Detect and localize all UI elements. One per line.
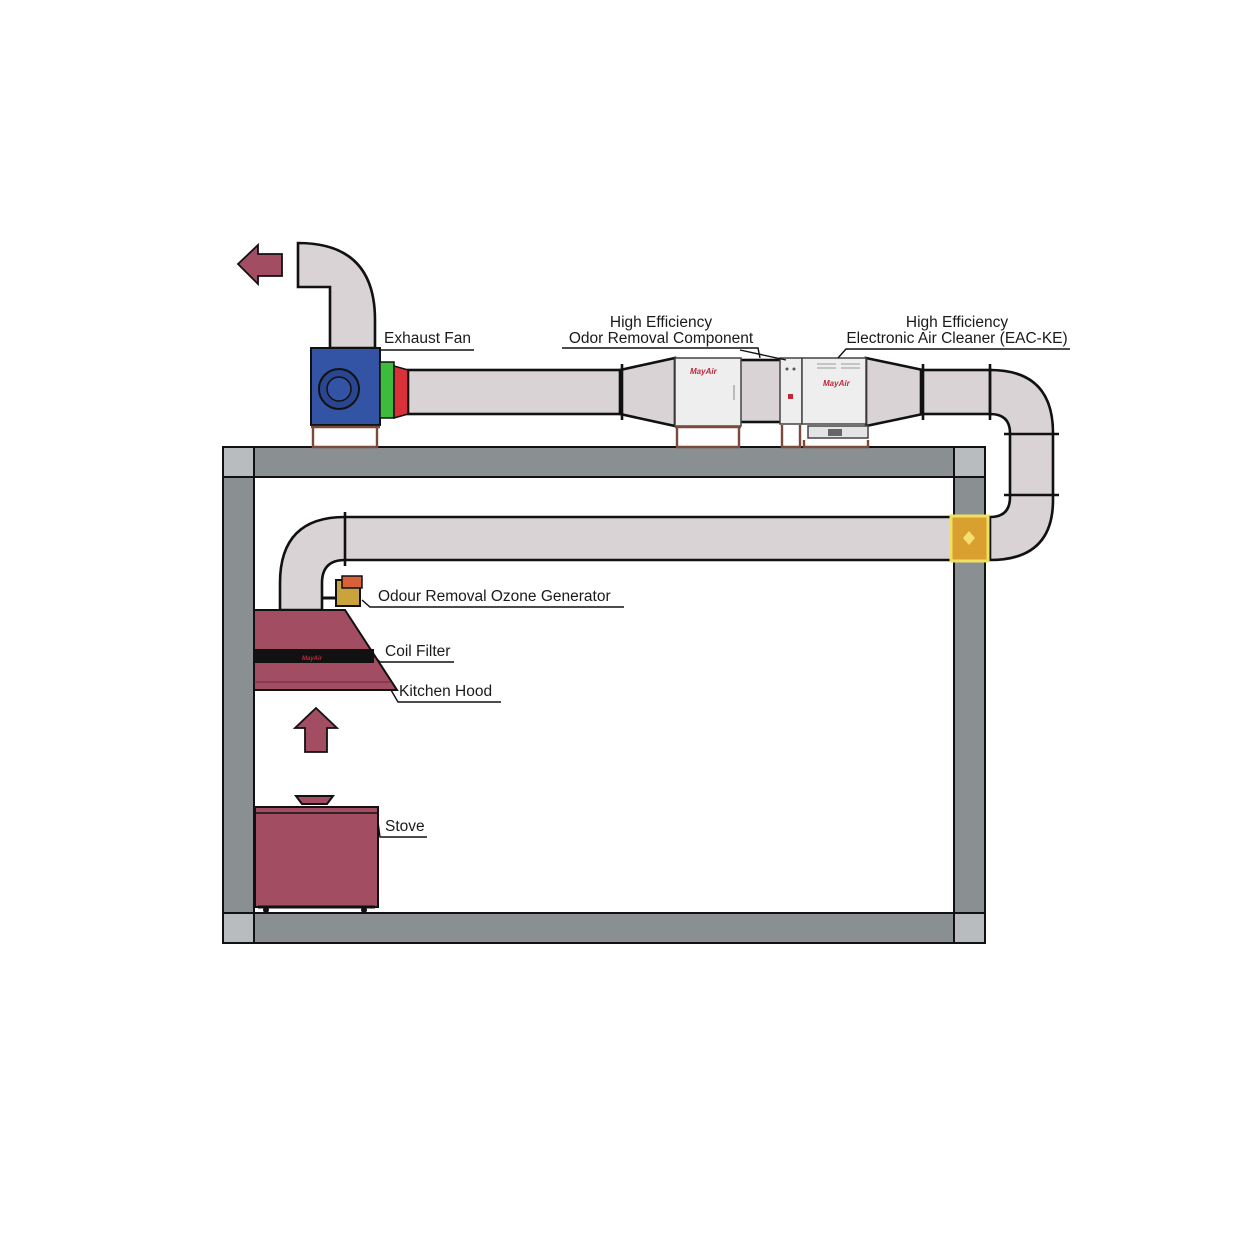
ozone-generator-top (341, 575, 363, 589)
indicator-light (792, 367, 796, 371)
ceiling-slab (222, 446, 986, 478)
ozone-generator (322, 575, 363, 607)
left-wall (222, 446, 255, 944)
junction-marker-icon (963, 531, 975, 545)
exhaust-fan (310, 347, 409, 449)
fan-support-legs (311, 427, 379, 449)
power-switch-icon (788, 394, 793, 399)
brand-logo-text: MayAir (302, 656, 323, 662)
updraft-arrow-icon (292, 706, 340, 753)
leader-line (562, 347, 761, 359)
leader-line (377, 821, 427, 838)
duct-transition (864, 356, 925, 428)
electronic-air-cleaner: MayAir (779, 357, 870, 449)
outlet-arrow-icon (236, 242, 283, 287)
leader-line (373, 655, 454, 663)
right-elbow-duct (988, 368, 1055, 562)
main-duct-segment (919, 368, 993, 416)
brand-logo-text: MayAir (823, 379, 851, 388)
leader-line (390, 689, 501, 703)
stove-pot-lid (294, 795, 335, 805)
kitchen-hood: MayAir (253, 609, 399, 691)
rooftop-duct (296, 241, 1059, 562)
corner-block (953, 446, 986, 478)
kitchen-hood-label: Kitchen Hood (399, 683, 492, 700)
corner-block (222, 446, 255, 478)
room-frame (222, 446, 986, 944)
corner-block (953, 912, 986, 944)
odor-removal-unit: MayAir (674, 357, 742, 449)
odor-unit-cabinet (674, 357, 742, 427)
stove-foot (361, 907, 367, 913)
leader-line (739, 349, 787, 361)
main-duct-segment (406, 368, 627, 416)
fan-hub-icon (326, 376, 352, 402)
eac-cabinet (801, 357, 867, 425)
eac-control-panel (779, 357, 803, 425)
stove (254, 795, 379, 913)
brand-logo-text: MayAir (690, 367, 718, 376)
coil-filter-label: Coil Filter (385, 643, 450, 660)
eac-label-line1: High Efficiency (906, 314, 1008, 331)
leader-line (837, 348, 1070, 359)
ozone-generator-label: Odour Removal Ozone Generator (378, 588, 611, 605)
odor-removal-label-line1: High Efficiency (610, 314, 712, 331)
stove-foot (263, 907, 269, 913)
outlet-elbow-duct (296, 241, 377, 350)
fan-damper (393, 365, 409, 419)
drain-outlet (828, 429, 842, 436)
corner-block (222, 912, 255, 944)
fan-flexible-connector (379, 361, 395, 419)
eac-label-line2: Electronic Air Cleaner (EAC-KE) (846, 330, 1067, 347)
leader-line (361, 599, 624, 608)
odor-removal-label-line2: Odor Removal Component (569, 330, 754, 347)
eac-legs (802, 440, 870, 449)
callouts: Exhaust Fan High Efficiency Odor Removal… (361, 314, 1070, 838)
floor-slab (222, 912, 986, 944)
unit-link-duct (738, 358, 784, 424)
exhaust-fan-label: Exhaust Fan (384, 330, 471, 347)
coil-filter-strip (254, 649, 374, 663)
indicator-light (785, 367, 789, 371)
stove-body (254, 806, 379, 908)
eac-panel-legs (780, 425, 802, 449)
stove-label: Stove (385, 818, 425, 835)
duct-transition (618, 356, 677, 428)
odor-unit-legs (675, 427, 741, 449)
